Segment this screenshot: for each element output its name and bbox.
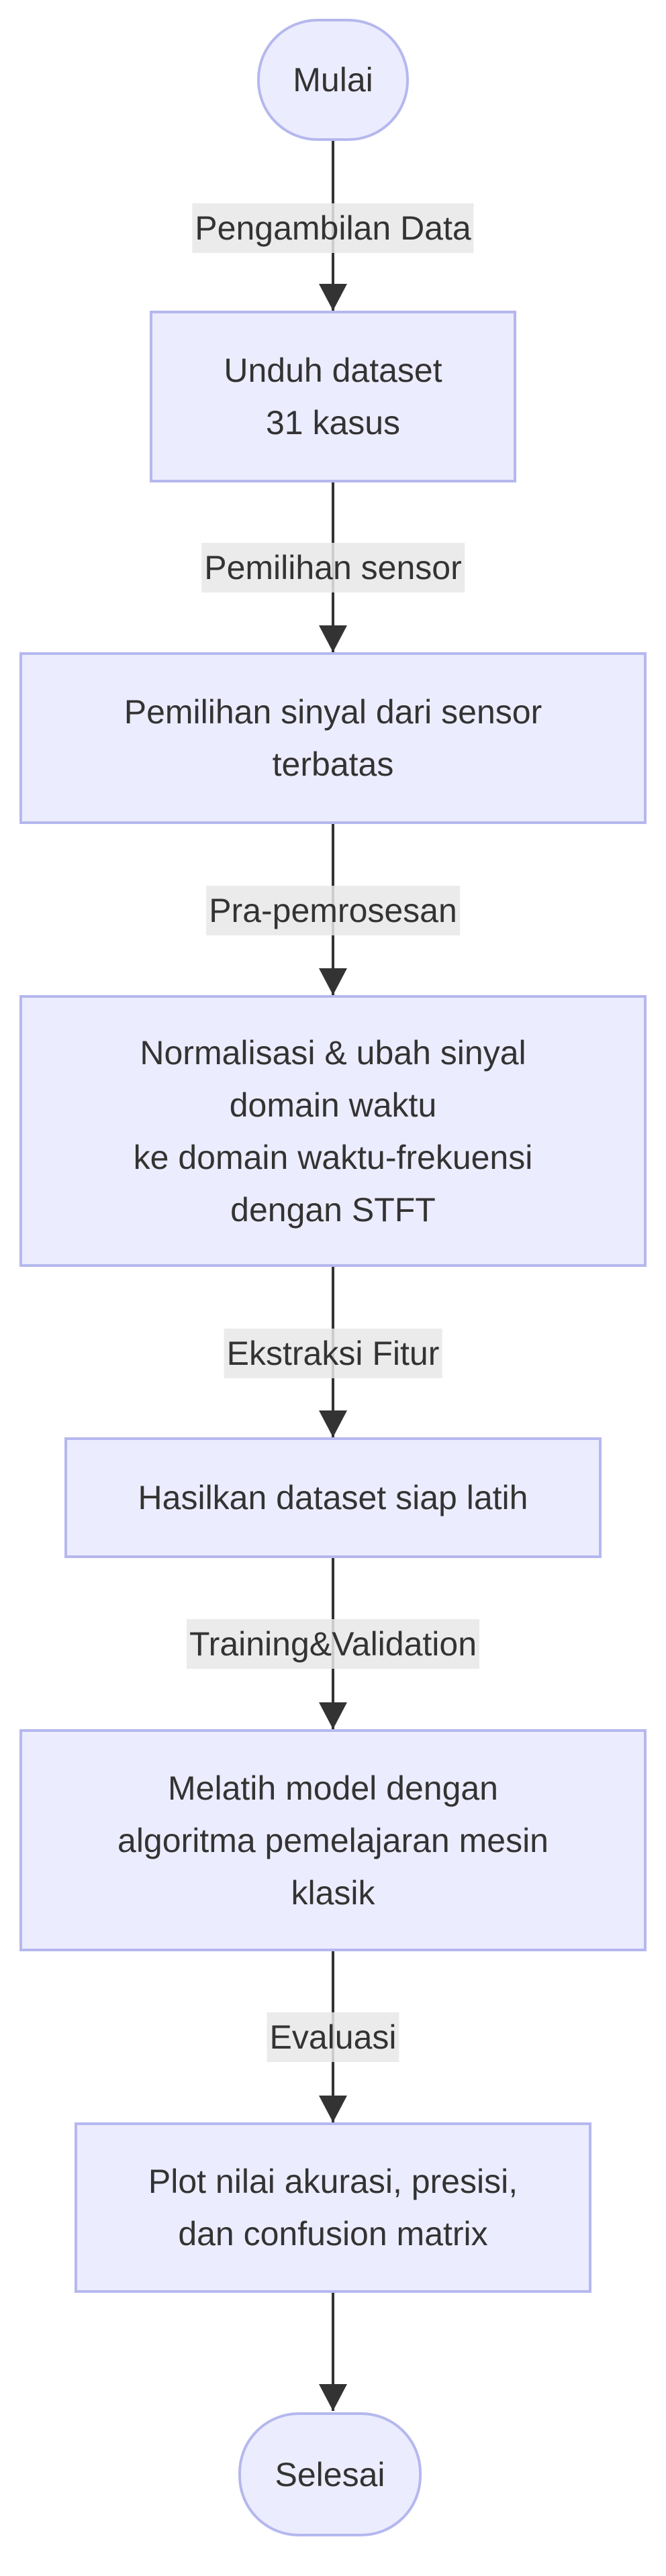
process-box-hasilkan-dataset: Hasilkan dataset siap latih	[64, 1437, 602, 1558]
arrowhead-icon	[319, 2096, 347, 2122]
arrowhead-icon	[319, 284, 347, 311]
edge-line-7	[332, 2293, 334, 2411]
start-node-label: Mulai	[293, 61, 373, 99]
box-line: dan confusion matrix	[178, 2215, 488, 2253]
edge-label-text: Pengambilan Data	[195, 209, 471, 247]
process-box-pemilihan-sinyal: Pemilihan sinyal dari sensor terbatas	[19, 652, 647, 824]
edge-label-text: Evaluasi	[269, 2018, 397, 2056]
box-line: domain waktu	[229, 1086, 437, 1124]
edge-label-training-validation: Training&Validation	[186, 1619, 480, 1669]
process-box-melatih-model: Melatih model dengan algoritma pemelajar…	[19, 1729, 647, 1951]
box-line: klasik	[291, 1873, 375, 1912]
arrowhead-icon	[319, 1702, 347, 1729]
edge-label-text: Training&Validation	[189, 1625, 477, 1663]
edge-label-text: Pemilihan sensor	[204, 549, 462, 586]
start-node: Mulai	[257, 19, 409, 141]
box-line: 31 kasus	[265, 404, 401, 442]
box-line: Plot nilai akurasi, presisi,	[148, 2163, 518, 2200]
edge-label-pra-pemrosesan: Pra-pemrosesan	[206, 886, 460, 935]
box-line: algoritma pemelajaran mesin	[117, 1821, 549, 1859]
edge-label-text: Ekstraksi Fitur	[226, 1335, 440, 1372]
box-line: Pemilihan sinyal dari sensor	[124, 693, 542, 731]
end-node-label: Selesai	[275, 2455, 385, 2493]
process-box-unduh-dataset: Unduh dataset 31 kasus	[150, 311, 516, 482]
edge-label-pemilihan-sensor: Pemilihan sensor	[201, 543, 465, 593]
arrowhead-icon	[319, 625, 347, 652]
process-box-plot-hasil: Plot nilai akurasi, presisi, dan confusi…	[75, 2122, 591, 2293]
arrowhead-icon	[319, 2384, 347, 2411]
box-line: Normalisasi & ubah sinyal	[140, 1033, 526, 1072]
box-line: dengan STFT	[230, 1190, 436, 1229]
edge-label-evaluasi: Evaluasi	[267, 2012, 399, 2062]
edge-label-pengambilan-data: Pengambilan Data	[192, 203, 474, 253]
arrowhead-icon	[319, 1410, 347, 1437]
edge-label-text: Pra-pemrosesan	[209, 892, 457, 929]
box-line: Melatih model dengan	[168, 1769, 498, 1807]
arrowhead-icon	[319, 968, 347, 995]
box-line: Hasilkan dataset siap latih	[138, 1479, 528, 1516]
box-line: ke domain waktu-frekuensi	[133, 1138, 533, 1176]
edge-label-ekstraksi-fitur: Ekstraksi Fitur	[224, 1329, 442, 1378]
box-line: Unduh dataset	[224, 352, 442, 389]
process-box-normalisasi-stft: Normalisasi & ubah sinyal domain waktu k…	[19, 995, 647, 1267]
end-node: Selesai	[238, 2412, 422, 2536]
box-line: terbatas	[272, 745, 394, 783]
